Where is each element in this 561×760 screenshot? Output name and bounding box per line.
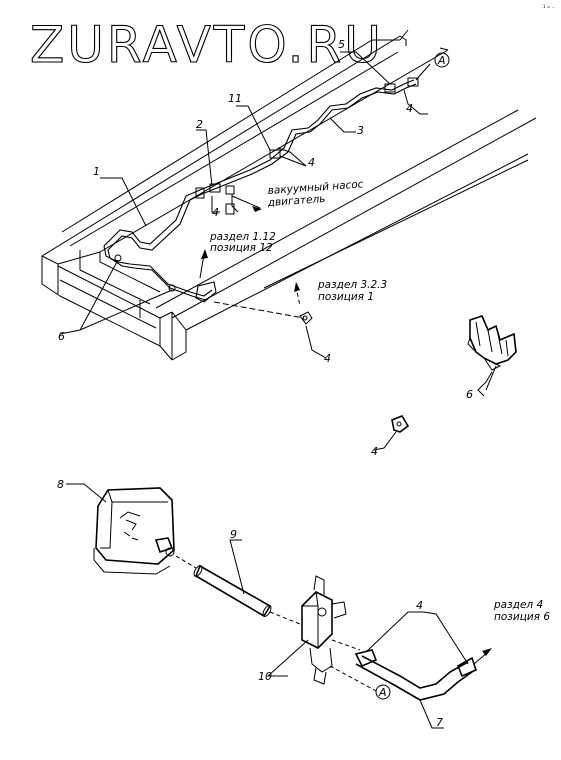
callout-4-mid: 4 bbox=[371, 445, 378, 458]
ref-112-line2: позиция 12 bbox=[210, 242, 273, 254]
frame-rail-assembly bbox=[41, 29, 537, 361]
ref-4-line2: позиция 6 bbox=[494, 611, 550, 623]
vacuum-pump-note-line2: двигатель bbox=[266, 193, 325, 209]
callout-9: 9 bbox=[230, 528, 237, 541]
callout-8: 8 bbox=[57, 478, 64, 491]
hose-9 bbox=[175, 539, 301, 625]
ref-4-line1: раздел 4 bbox=[493, 599, 543, 611]
callout-10: 10 bbox=[258, 670, 272, 683]
callout-2: 2 bbox=[196, 118, 203, 131]
clamp-4-series bbox=[114, 77, 419, 292]
check-valve-10 bbox=[266, 575, 379, 693]
corner-mark: 1 = ... bbox=[543, 4, 555, 9]
callout-7: 7 bbox=[436, 716, 443, 729]
marker-a-top-label: A bbox=[437, 54, 446, 67]
callout-1: 1 bbox=[93, 165, 100, 178]
leader-lines-upper bbox=[59, 51, 431, 359]
callout-6-clamp: 6 bbox=[466, 388, 473, 401]
vacuum-tube-3 bbox=[103, 79, 415, 247]
clamp-6-detail bbox=[467, 315, 517, 397]
vacuum-reservoir-8 bbox=[66, 483, 175, 575]
arrow-to-vacuum-pump bbox=[231, 195, 261, 209]
callout-4-tube-end: 4 bbox=[406, 102, 413, 115]
callout-4-pump: 4 bbox=[212, 206, 219, 219]
view-marker-a-bottom bbox=[375, 684, 391, 700]
view-marker-a-top bbox=[434, 52, 450, 68]
callout-3: 3 bbox=[357, 124, 364, 137]
callout-5: 5 bbox=[338, 38, 345, 51]
ref-112-line1: раздел 1.12 bbox=[209, 231, 276, 243]
clamp-4-mid bbox=[373, 415, 410, 451]
ref-323-line1: раздел 3.2.3 bbox=[317, 279, 387, 291]
callout-4-loose: 4 bbox=[324, 352, 331, 365]
ref-323-line2: позиция 1 bbox=[318, 291, 374, 303]
callout-11: 11 bbox=[228, 92, 242, 105]
loose-clamp-4 bbox=[299, 311, 313, 325]
callout-6-frame: 6 bbox=[58, 330, 65, 343]
callout-4-tube-mid: 4 bbox=[308, 156, 315, 169]
marker-a-bottom-label: A bbox=[378, 686, 387, 699]
watermark-text: ZURAVTO.RU bbox=[30, 16, 384, 74]
pipe-7 bbox=[354, 611, 492, 729]
callout-4-pipe: 4 bbox=[416, 599, 423, 612]
